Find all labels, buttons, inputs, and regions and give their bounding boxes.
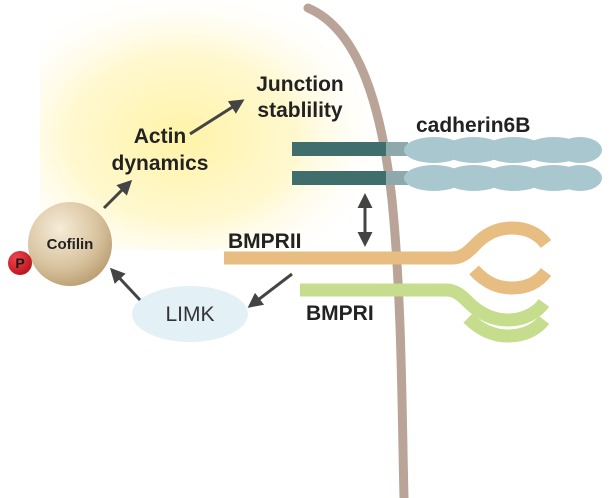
cadherin-tm-upper xyxy=(386,142,408,156)
bmpri-label: BMPRI xyxy=(306,302,374,325)
cell-membrane xyxy=(303,3,409,498)
arrow-actin-to-junction xyxy=(189,99,245,136)
junction-label-line1: Junction xyxy=(256,73,344,96)
cadherin6B-lower xyxy=(292,165,602,191)
cadherin-domain xyxy=(558,137,602,163)
phospho-badge xyxy=(8,251,32,275)
cadherin-domain xyxy=(558,165,602,191)
arrow-limk-to-cofilin xyxy=(109,267,142,302)
junction-label-line2: stablility xyxy=(257,99,343,122)
bmpri-receptor-lower-lobe xyxy=(463,313,550,343)
cofilin-label: Cofilin xyxy=(47,236,94,253)
cadherin-stalk-upper xyxy=(292,142,388,156)
cytoplasm-glow xyxy=(40,0,380,250)
arrow-cofilin-to-actin xyxy=(102,179,133,210)
cadherin-tm-lower xyxy=(386,171,408,185)
actin-label-line1: Actin xyxy=(134,125,187,148)
limk-node xyxy=(132,286,248,342)
bmpri-receptor xyxy=(300,283,550,327)
bmprii-receptor-lower-lobe xyxy=(469,265,552,295)
limk-label: LIMK xyxy=(165,303,214,326)
cadherin-stalk-lower xyxy=(292,171,388,185)
bmprii-label: BMPRII xyxy=(228,230,302,253)
bmprii-receptor xyxy=(224,221,552,265)
cadherin-label: cadherin6B xyxy=(416,114,530,137)
cadherin6B-upper xyxy=(292,137,602,163)
arrow-bmprii-to-limk xyxy=(247,272,293,308)
actin-label-line2: dynamics xyxy=(112,152,209,175)
cofilin-node xyxy=(28,202,112,286)
phospho-label: P xyxy=(15,255,24,271)
